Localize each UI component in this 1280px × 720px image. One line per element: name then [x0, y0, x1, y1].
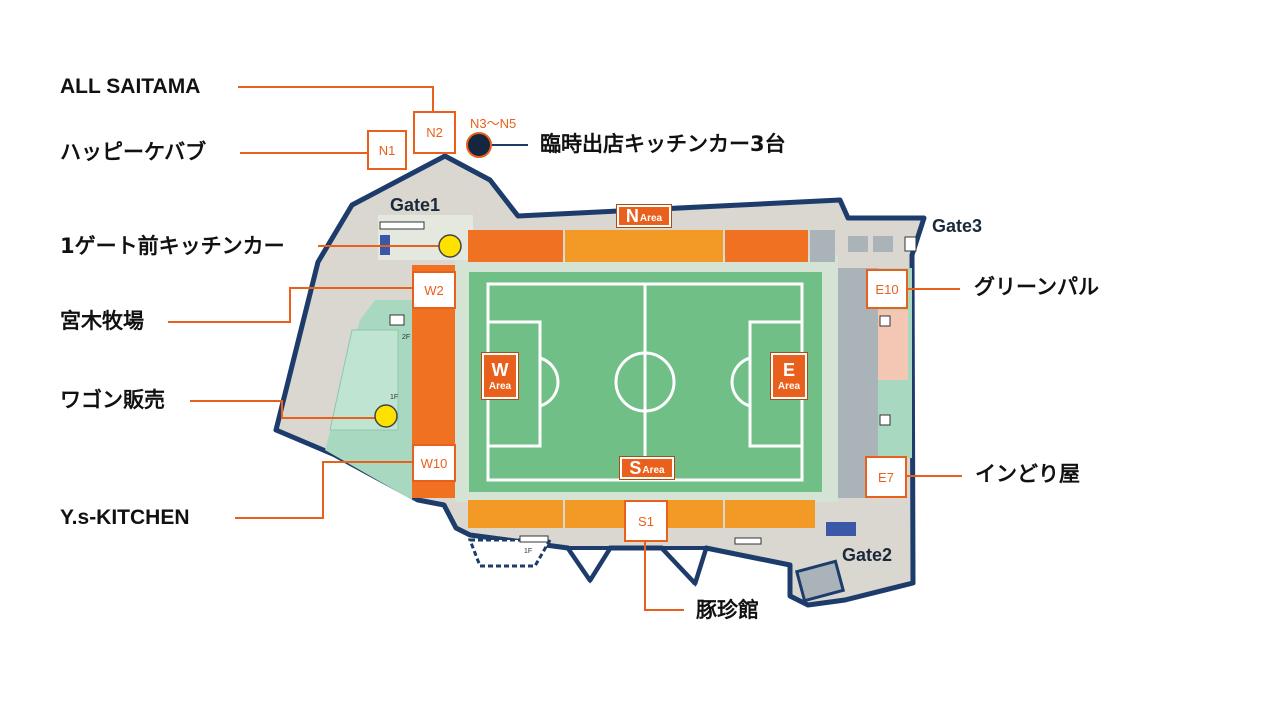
floor-1f-west: 1F	[390, 394, 399, 401]
north-area-badge: N Area	[616, 204, 672, 228]
south-area-letter: S	[629, 458, 642, 478]
booth-n1: N1	[367, 130, 407, 170]
south-stand-right	[725, 500, 815, 528]
north-stand-center	[565, 230, 723, 262]
leader-lines	[168, 86, 962, 611]
gate1-kitchen-car-marker	[438, 234, 462, 258]
south-exit-2	[564, 546, 614, 584]
vendor-gate1-kitchen-car: 1ゲート前キッチンカー	[60, 234, 285, 258]
west-stairs	[329, 329, 399, 431]
gate3-label: Gate3	[932, 216, 983, 236]
south-exit-3	[657, 546, 709, 587]
vendor-ys-kitchen: Y.s-KITCHEN	[60, 506, 190, 529]
gate1-label: Gate1	[390, 195, 441, 215]
booth-e10: E10	[866, 269, 908, 309]
north-small-box-1	[848, 236, 868, 252]
booth-n3-n5: N3～N5	[470, 116, 517, 131]
south-exit-1	[467, 538, 553, 568]
north-area-letter: N	[625, 206, 639, 226]
booth-w2: W2	[412, 271, 456, 309]
north-stand-left	[468, 230, 563, 262]
vendor-all-saitama: ALL SAITAMA	[60, 75, 201, 98]
south-area-badge: S Area	[619, 456, 675, 480]
vendor-tonchinkan: 豚珍館	[696, 598, 759, 622]
east-area-word: Area	[777, 380, 801, 392]
west-area-letter: W	[491, 359, 509, 380]
north-stand-grey	[810, 230, 835, 262]
vendor-green-pal: グリーンパル	[974, 275, 1099, 299]
wagon-marker	[374, 404, 398, 428]
east-area-badge: E Area	[770, 352, 808, 400]
booth-s1: S1	[624, 500, 668, 542]
gate2-stairs	[794, 559, 846, 603]
floor-1f-south: 1F	[524, 548, 533, 555]
floor-2f-west: 2F	[402, 334, 411, 341]
south-area-word: Area	[642, 465, 665, 476]
booth-w10: W10	[412, 444, 456, 482]
east-area-letter: E	[782, 359, 795, 380]
north-stand-right	[725, 230, 808, 262]
south-stand-left	[468, 500, 563, 528]
vendor-happy-kebab: ハッピーケバブ	[60, 140, 207, 164]
vendor-miyaki-farm: 宮木牧場	[60, 309, 144, 333]
west-area-word: Area	[488, 380, 512, 392]
north-area-word: Area	[639, 213, 663, 224]
booth-e7: E7	[865, 456, 907, 498]
vendor-kitchen-car-3: 臨時出店キッチンカー3台	[540, 132, 786, 156]
vendor-wagon-sales: ワゴン販売	[60, 388, 165, 412]
booth-n2: N2	[413, 111, 456, 154]
kitchen-car-3-marker	[466, 132, 492, 158]
stairs-icons	[379, 221, 917, 545]
west-area-badge: W Area	[481, 352, 519, 400]
north-small-box-2	[873, 236, 893, 252]
vendor-indoriya: インどり屋	[975, 462, 1080, 486]
gate2-label: Gate2	[842, 545, 893, 565]
